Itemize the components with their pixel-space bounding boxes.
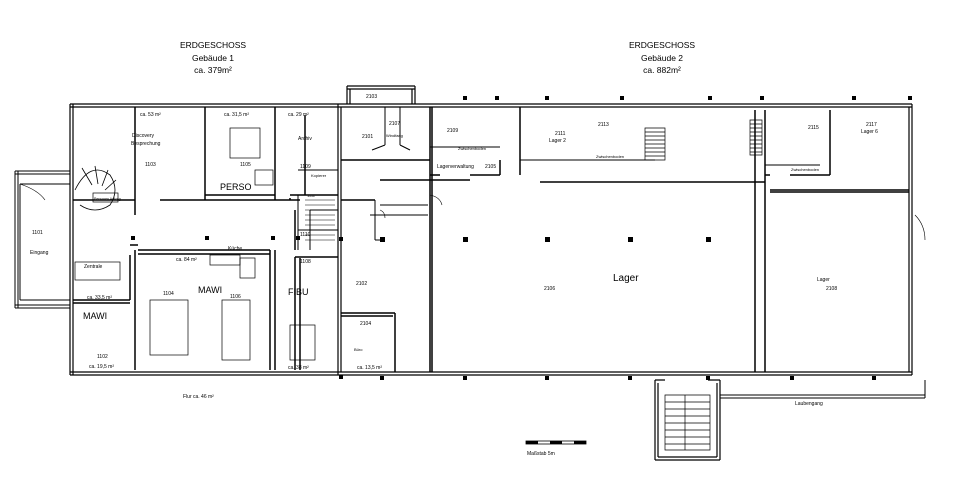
mawi-big-area: ca. 84 m² <box>176 257 197 263</box>
zwischenboden-2-label: Zwischenboden <box>596 154 624 159</box>
room-2103-number: 2103 <box>366 94 377 100</box>
building2-outer-wall <box>338 103 913 376</box>
building1-header: ERDGESCHOSS Gebäude 1 ca. 379m² <box>133 39 293 77</box>
room-2104-area: ca. 13,5 m² <box>357 365 382 371</box>
room-1109-area: ca. 29 m² <box>288 112 309 118</box>
room-1103-area: ca. 53 m² <box>140 112 161 118</box>
room-2115-number: 2115 <box>808 125 819 131</box>
entrance-2103-walls <box>346 85 416 104</box>
building2-upper-partitions <box>430 146 820 166</box>
windfang-walls <box>371 107 411 151</box>
zentrale-label: Zentrale <box>84 264 103 270</box>
mawi-small-label: MAWI <box>83 311 107 321</box>
kueche-label: Küche <box>228 246 242 252</box>
pillars <box>131 96 912 380</box>
perso-label: PERSO <box>220 182 252 192</box>
room-1106-number: 1106 <box>230 294 241 300</box>
room-2113-number: 2113 <box>598 122 609 128</box>
room-1103-name2: Besprechung <box>131 141 161 147</box>
door-arcs <box>379 194 926 241</box>
personen-aufzug-label: Personen Aufzug <box>94 197 121 201</box>
room-2107-name: Windfang <box>386 133 403 138</box>
building2-header: ERDGESCHOSS Gebäude 2 ca. 882m² <box>582 39 742 77</box>
stair-1111 <box>305 199 335 241</box>
entrance-block-walls <box>14 170 70 309</box>
building1-area: ca. 379m² <box>194 65 232 75</box>
external-stair <box>664 394 711 451</box>
room-2117-number: 2117 <box>866 122 877 128</box>
room-1111-number: 1111 <box>307 193 316 198</box>
room-2106-number: 2106 <box>544 286 555 292</box>
room-2104-number: 2104 <box>360 321 371 327</box>
room-2111-name: Lager 2 <box>549 138 566 144</box>
fibu-label: FIBU <box>288 287 309 297</box>
building1-floor-title: ERDGESCHOSS <box>179 40 247 50</box>
room-1103-number: 1103 <box>145 162 156 168</box>
room-2106-name: Lager <box>613 273 639 284</box>
room-1102-number: 1102 <box>97 354 108 360</box>
external-stair-walls <box>654 379 721 461</box>
stair-2113 <box>644 127 666 161</box>
building1-outer-wall <box>69 103 338 376</box>
room-1110-number: 1110 <box>300 232 311 238</box>
building2-name: Gebäude 2 <box>640 52 684 63</box>
room-2109-number: 2109 <box>447 128 458 134</box>
flur-label: Flur ca. 46 m² <box>183 394 214 400</box>
zwischenboden-3-label: Zwischenboden <box>791 167 819 172</box>
room-2117-name: Lager 6 <box>861 129 878 135</box>
building1-name: Gebäude 1 <box>191 52 235 63</box>
room-2105-name: Lagerverwaltung <box>437 164 474 170</box>
building2-area: ca. 882m² <box>643 65 681 75</box>
room-1108-number: 1108 <box>300 259 311 265</box>
room-1104-number: 1104 <box>163 291 174 297</box>
room-1101-number: 1101 <box>32 230 43 236</box>
mawi-small-area: ca. 19,5 m² <box>89 364 114 370</box>
room-1103-name1: Discovery <box>132 133 154 139</box>
zentrale-area: ca. 33,5 m² <box>87 295 112 301</box>
building2-interior-walls <box>341 107 909 372</box>
room-1105-number: 1105 <box>240 162 251 168</box>
scale-label: Maßstab 5m <box>527 451 555 457</box>
room-2108-name: Lager <box>817 277 830 283</box>
room-2111-number: 2111 <box>555 131 566 137</box>
kopierer-label: Kopierer <box>311 173 327 178</box>
room-1109-number: 1109 <box>300 164 311 170</box>
entrance-door-arc <box>19 183 46 201</box>
stair-spiral <box>74 165 117 211</box>
room-2101-number: 2101 <box>362 134 373 140</box>
building2-floor-title: ERDGESCHOSS <box>628 40 696 50</box>
laubengang-label: Laubengang <box>795 401 823 407</box>
scale-bar <box>525 440 587 445</box>
room-2108-number: 2108 <box>826 286 837 292</box>
zwischenboden-1-label: Zwischenboden <box>458 146 486 151</box>
room-1101-name: Eingang <box>30 250 49 256</box>
room-1105-area: ca. 31,5 m² <box>224 112 249 118</box>
fibu-area: ca. 38 m² <box>288 365 309 371</box>
laubengang-outline <box>720 380 926 399</box>
stair-2115 <box>749 119 763 156</box>
building1-interior-walls <box>73 107 338 370</box>
room-2102-number: 2102 <box>356 281 367 287</box>
room-2105-number: 2105 <box>485 164 496 170</box>
room-2107-number: 2107 <box>389 121 400 127</box>
corridor-lines <box>370 200 428 241</box>
room-2104-name: Büro <box>354 347 363 352</box>
room-1109-name: Archiv <box>298 136 312 142</box>
mawi-big-label: MAWI <box>198 285 222 295</box>
furniture <box>74 127 316 361</box>
